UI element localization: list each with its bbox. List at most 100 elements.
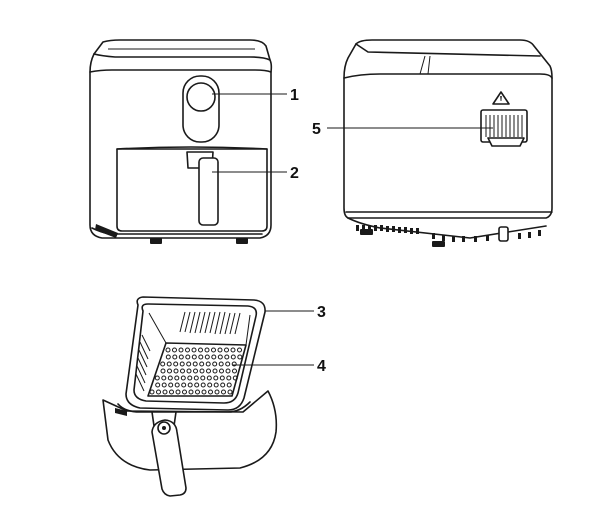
basket-handle-grip (151, 419, 187, 497)
perforation-hole (204, 347, 210, 353)
perforation-hole (149, 389, 155, 395)
drawer-outline (116, 148, 268, 232)
perforation-hole (195, 389, 200, 395)
perforation-hole (161, 382, 167, 388)
perforation-hole (187, 382, 193, 388)
perforation-hole (169, 389, 174, 395)
perforation-hole (199, 368, 205, 374)
perforation-hole (237, 354, 243, 360)
perforation-hole (178, 354, 184, 360)
perforation-hole (217, 347, 223, 353)
perforation-hole (191, 354, 197, 360)
perforation-hole (213, 375, 219, 381)
perforation-hole (225, 368, 231, 374)
perforation-hole (198, 354, 204, 360)
warning-exclamation (500, 96, 502, 101)
perforation-hole (219, 368, 224, 374)
perforation-hole (221, 389, 226, 395)
perforation-hole (218, 361, 224, 367)
perforation-hole (232, 375, 238, 381)
perforation-hole (172, 354, 178, 360)
perforation-hole (224, 347, 229, 353)
handle-release-button-center (162, 426, 166, 430)
perforation-hole (224, 354, 230, 360)
perforation-hole (161, 375, 167, 381)
perforation-hole (172, 347, 177, 353)
perforation-hole (225, 361, 231, 367)
perforation-hole (193, 375, 199, 381)
perforation-hole (230, 347, 236, 353)
callout-leaders (212, 93, 493, 366)
perforation-hole (230, 354, 236, 360)
perforation-hole (165, 354, 171, 360)
perforation-hole (167, 375, 173, 381)
front-foot-right (236, 238, 248, 244)
perforation-hole (154, 375, 160, 381)
basket-inner-pan (125, 296, 266, 411)
basket-side-seams (148, 312, 251, 346)
front-foot-left (150, 238, 162, 244)
basket-perforation-holes (149, 347, 243, 395)
perforation-hole (212, 368, 218, 374)
perforation-hole (211, 347, 216, 353)
perforation-hole (227, 389, 233, 395)
perforation-hole (167, 368, 172, 374)
perforation-hole (185, 347, 190, 353)
perforation-hole (178, 347, 184, 353)
perforation-hole (199, 361, 205, 367)
perforation-hole (211, 354, 217, 360)
perforation-hole (204, 354, 210, 360)
basket-handle (198, 157, 219, 226)
perforation-hole (179, 361, 185, 367)
back-base-curve (347, 217, 547, 239)
perforation-hole (173, 361, 179, 367)
perforation-hole (226, 382, 232, 388)
callout-label-2: 2 (290, 165, 299, 182)
perforation-hole (156, 389, 161, 395)
power-cord-port (498, 226, 509, 242)
perforation-hole (194, 382, 200, 388)
basket-side-wall-slots (135, 334, 151, 392)
perforation-hole (193, 368, 198, 374)
perforation-hole (237, 347, 242, 353)
vent-tab (487, 137, 525, 147)
back-foot-right (432, 241, 445, 247)
perforation-hole (175, 389, 181, 395)
perforation-hole (208, 389, 213, 395)
perforation-hole (188, 389, 194, 395)
callout-label-3: 3 (317, 304, 326, 321)
back-lid-rim (343, 73, 553, 79)
perforation-hole (181, 382, 187, 388)
perforation-hole (186, 368, 192, 374)
basket-back-wall-slots (179, 311, 241, 335)
control-knob (186, 82, 216, 112)
perforation-hole (200, 382, 206, 388)
basket-view (102, 296, 278, 497)
front-vent-strip (95, 224, 118, 238)
perforation-hole (213, 382, 219, 388)
basket-outer-shell (102, 390, 278, 471)
perforation-hole (180, 375, 186, 381)
perforation-hole (174, 382, 180, 388)
perforation-hole (214, 389, 220, 395)
perforation-hole (180, 368, 185, 374)
perforation-hole (200, 375, 206, 381)
perforation-hole (207, 382, 213, 388)
perforation-hole (160, 361, 166, 367)
perforation-hole (201, 389, 207, 395)
perforation-hole (162, 389, 168, 395)
perforation-hole (187, 375, 193, 381)
perforation-hole (219, 375, 225, 381)
perforation-hole (192, 361, 198, 367)
exhaust-vent-slats (485, 115, 523, 137)
front-lid-top (93, 53, 271, 61)
perforation-hole (232, 368, 237, 374)
perforation-hole (217, 354, 223, 360)
perforation-hole (168, 382, 174, 388)
perforation-hole (191, 347, 197, 353)
perforation-hole (173, 368, 179, 374)
perforation-hole (186, 361, 192, 367)
perforation-hole (205, 361, 211, 367)
basket-lip-front (117, 401, 251, 413)
